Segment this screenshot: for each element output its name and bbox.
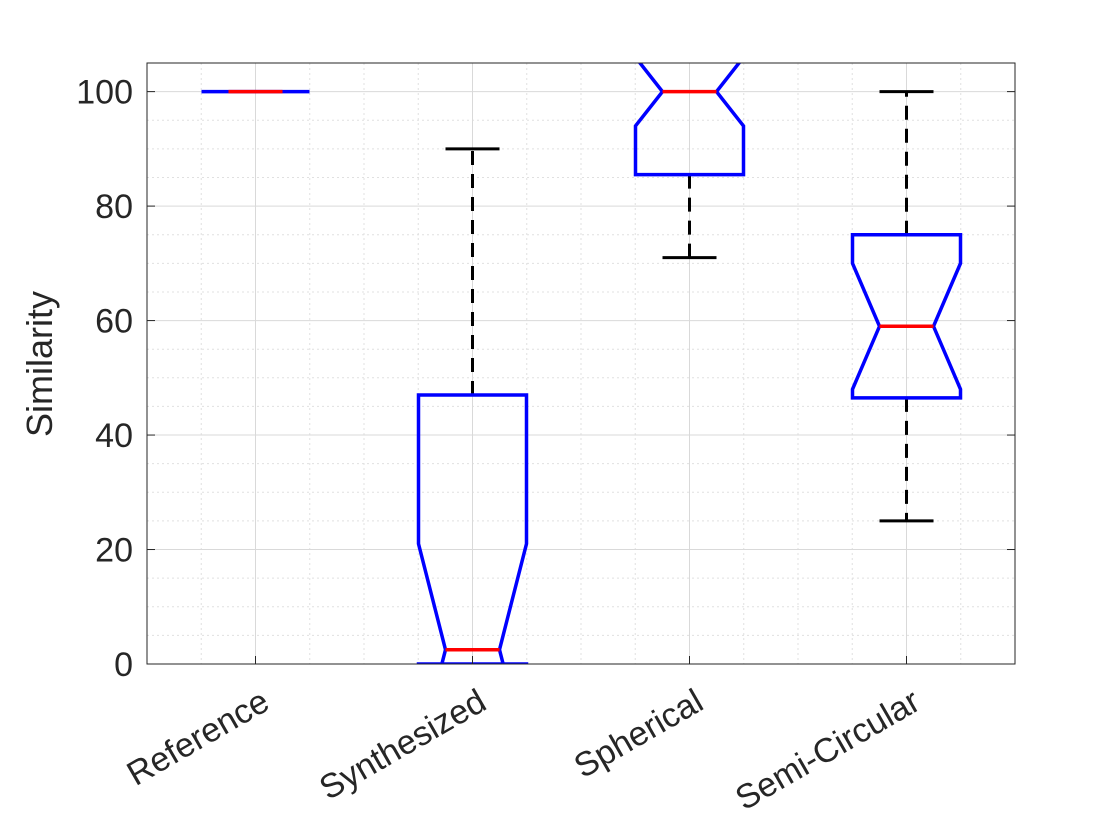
x-tick-label: Synthesized [313, 682, 492, 808]
box-group [201, 63, 963, 664]
y-tick-label: 80 [95, 188, 133, 226]
y-tick-label: 20 [95, 532, 133, 570]
box-synthesized [416, 147, 529, 664]
y-tick-label: 40 [95, 417, 133, 455]
x-tick-label: Spherical [568, 682, 710, 786]
notched-box [633, 63, 746, 177]
box-spherical [633, 63, 746, 260]
y-tick-label: 100 [76, 74, 133, 112]
x-tick-label: Reference [121, 682, 276, 793]
notched-box [850, 232, 963, 400]
x-tick-label: Semi-Circular [729, 682, 926, 818]
y-tick-label: 0 [114, 646, 133, 684]
box-semi-circular [850, 90, 963, 523]
y-tick-label: 60 [95, 303, 133, 341]
grid-lines [146, 62, 1016, 665]
notched-box [416, 393, 529, 664]
y-axis-label: Similarity [19, 291, 60, 437]
plot-frame [146, 62, 1016, 665]
